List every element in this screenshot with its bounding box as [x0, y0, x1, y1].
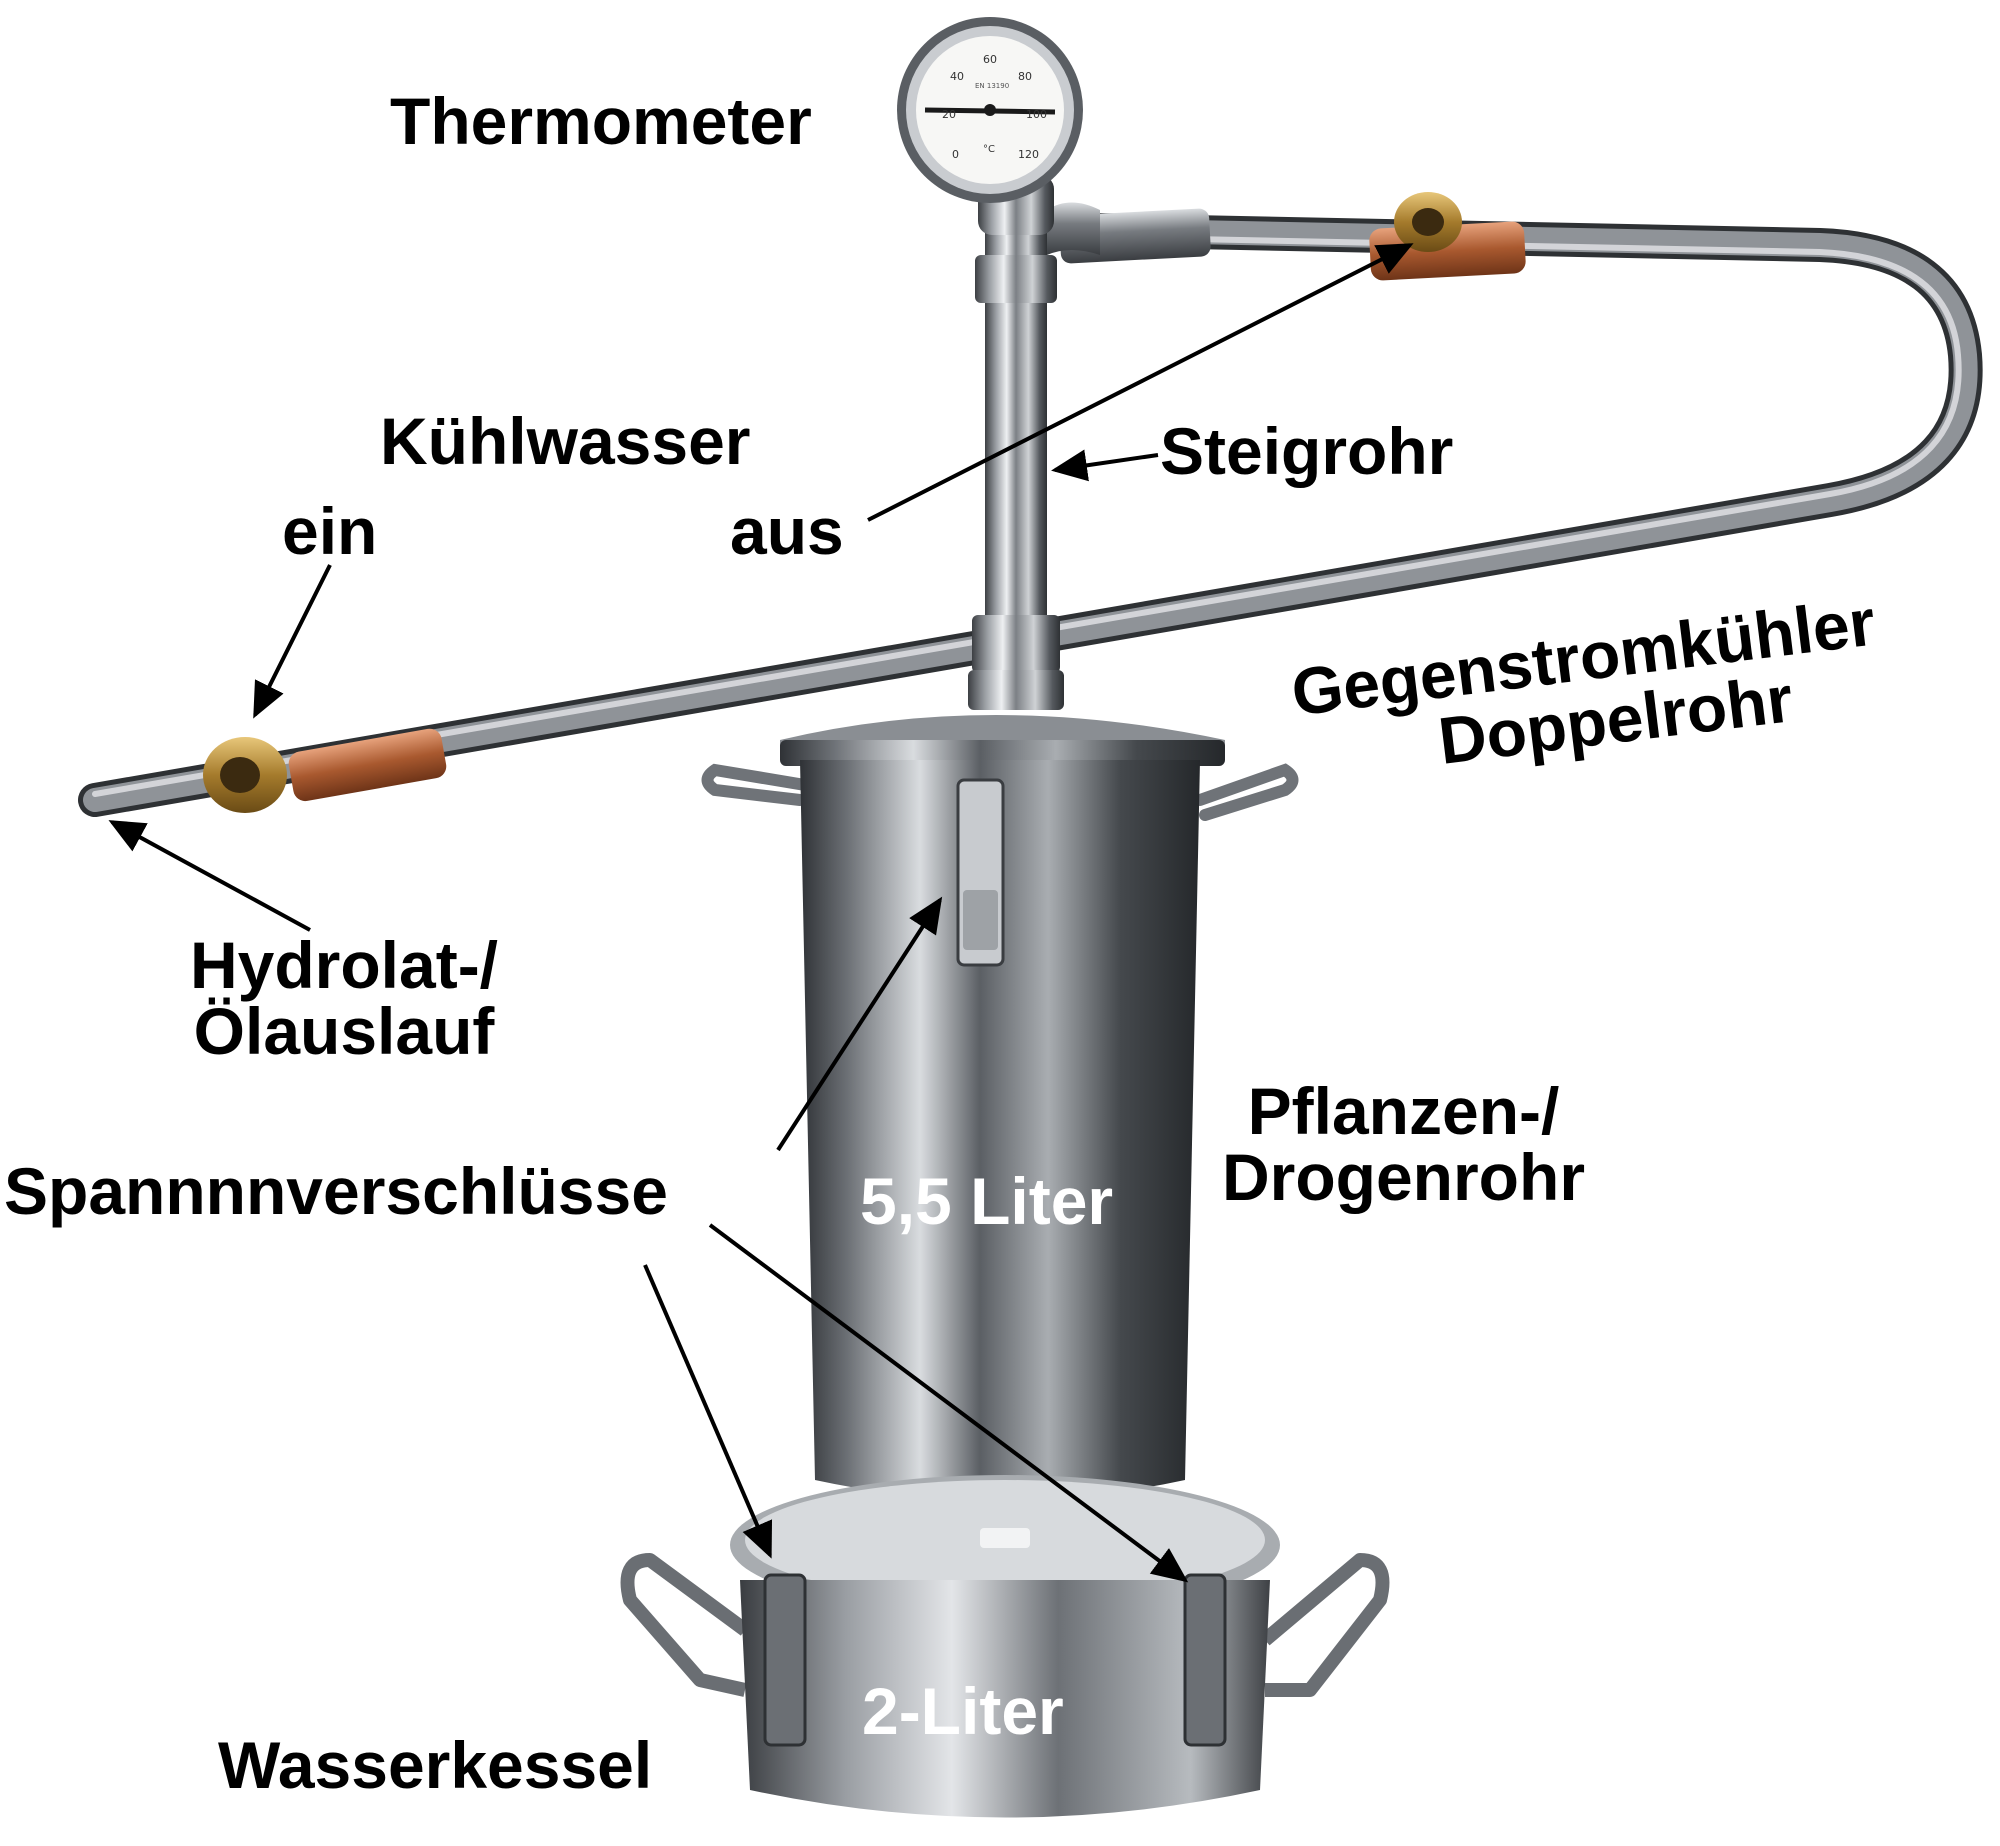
counterflow-cooler-tube	[78, 213, 1983, 817]
plant-column	[701, 715, 1299, 1500]
annotation-arrows	[108, 243, 1414, 1583]
label-oelauslauf: Ölauslauf	[193, 994, 495, 1068]
arrow-spann-left	[643, 1264, 773, 1559]
label-pflanzen: Pflanzen-/	[1247, 1074, 1560, 1148]
arrow-steigrohr	[1051, 449, 1159, 482]
label-drogenrohr: Drogenrohr	[1222, 1140, 1585, 1214]
thermo-tick-80: 80	[1018, 70, 1032, 83]
label-thermometer: Thermometer	[390, 84, 812, 158]
thermo-tick-100: 100	[1026, 108, 1047, 121]
thermometer-gauge: 0 20 40 60 80 100 120 °C EN 13190	[897, 17, 1083, 203]
arrow-ein	[253, 564, 332, 719]
thermo-tick-60: 60	[983, 53, 997, 66]
coolant-outlet-fitting	[1394, 192, 1462, 252]
coolant-inlet-fitting	[203, 737, 287, 813]
label-ein: ein	[282, 494, 378, 568]
label-hydrolat: Hydrolat-/	[190, 928, 499, 1002]
thermo-tick-0: 0	[952, 148, 959, 161]
arrow-aus	[867, 243, 1414, 522]
thermo-tick-20: 20	[942, 108, 956, 121]
label-kuehlwasser: Kühlwasser	[380, 404, 751, 478]
arrow-hydrolat	[108, 820, 311, 932]
label-wasserkessel: Wasserkessel	[218, 1728, 653, 1802]
label-aus: aus	[730, 494, 844, 568]
arrow-spann-right	[708, 1223, 1189, 1583]
thermo-tick-40: 40	[950, 70, 964, 83]
water-kettle	[620, 1475, 1390, 1818]
label-steigrohr: Steigrohr	[1160, 414, 1454, 488]
thermo-unit: °C	[983, 144, 995, 155]
label-volume-kettle: 2-Liter	[862, 1674, 1064, 1748]
label-hydrolat-group: Hydrolat-/ Ölauslauf	[190, 932, 498, 1064]
label-volume-column: 5,5 Liter	[860, 1164, 1114, 1238]
label-pflanzenrohr-group: Pflanzen-/ Drogenrohr	[1222, 1078, 1585, 1210]
thermo-model: EN 13190	[975, 82, 1009, 90]
thermo-tick-120: 120	[1018, 148, 1039, 161]
label-spannverschluesse: Spannnnverschlüsse	[4, 1154, 668, 1228]
arrow-spann-latch	[776, 896, 943, 1152]
